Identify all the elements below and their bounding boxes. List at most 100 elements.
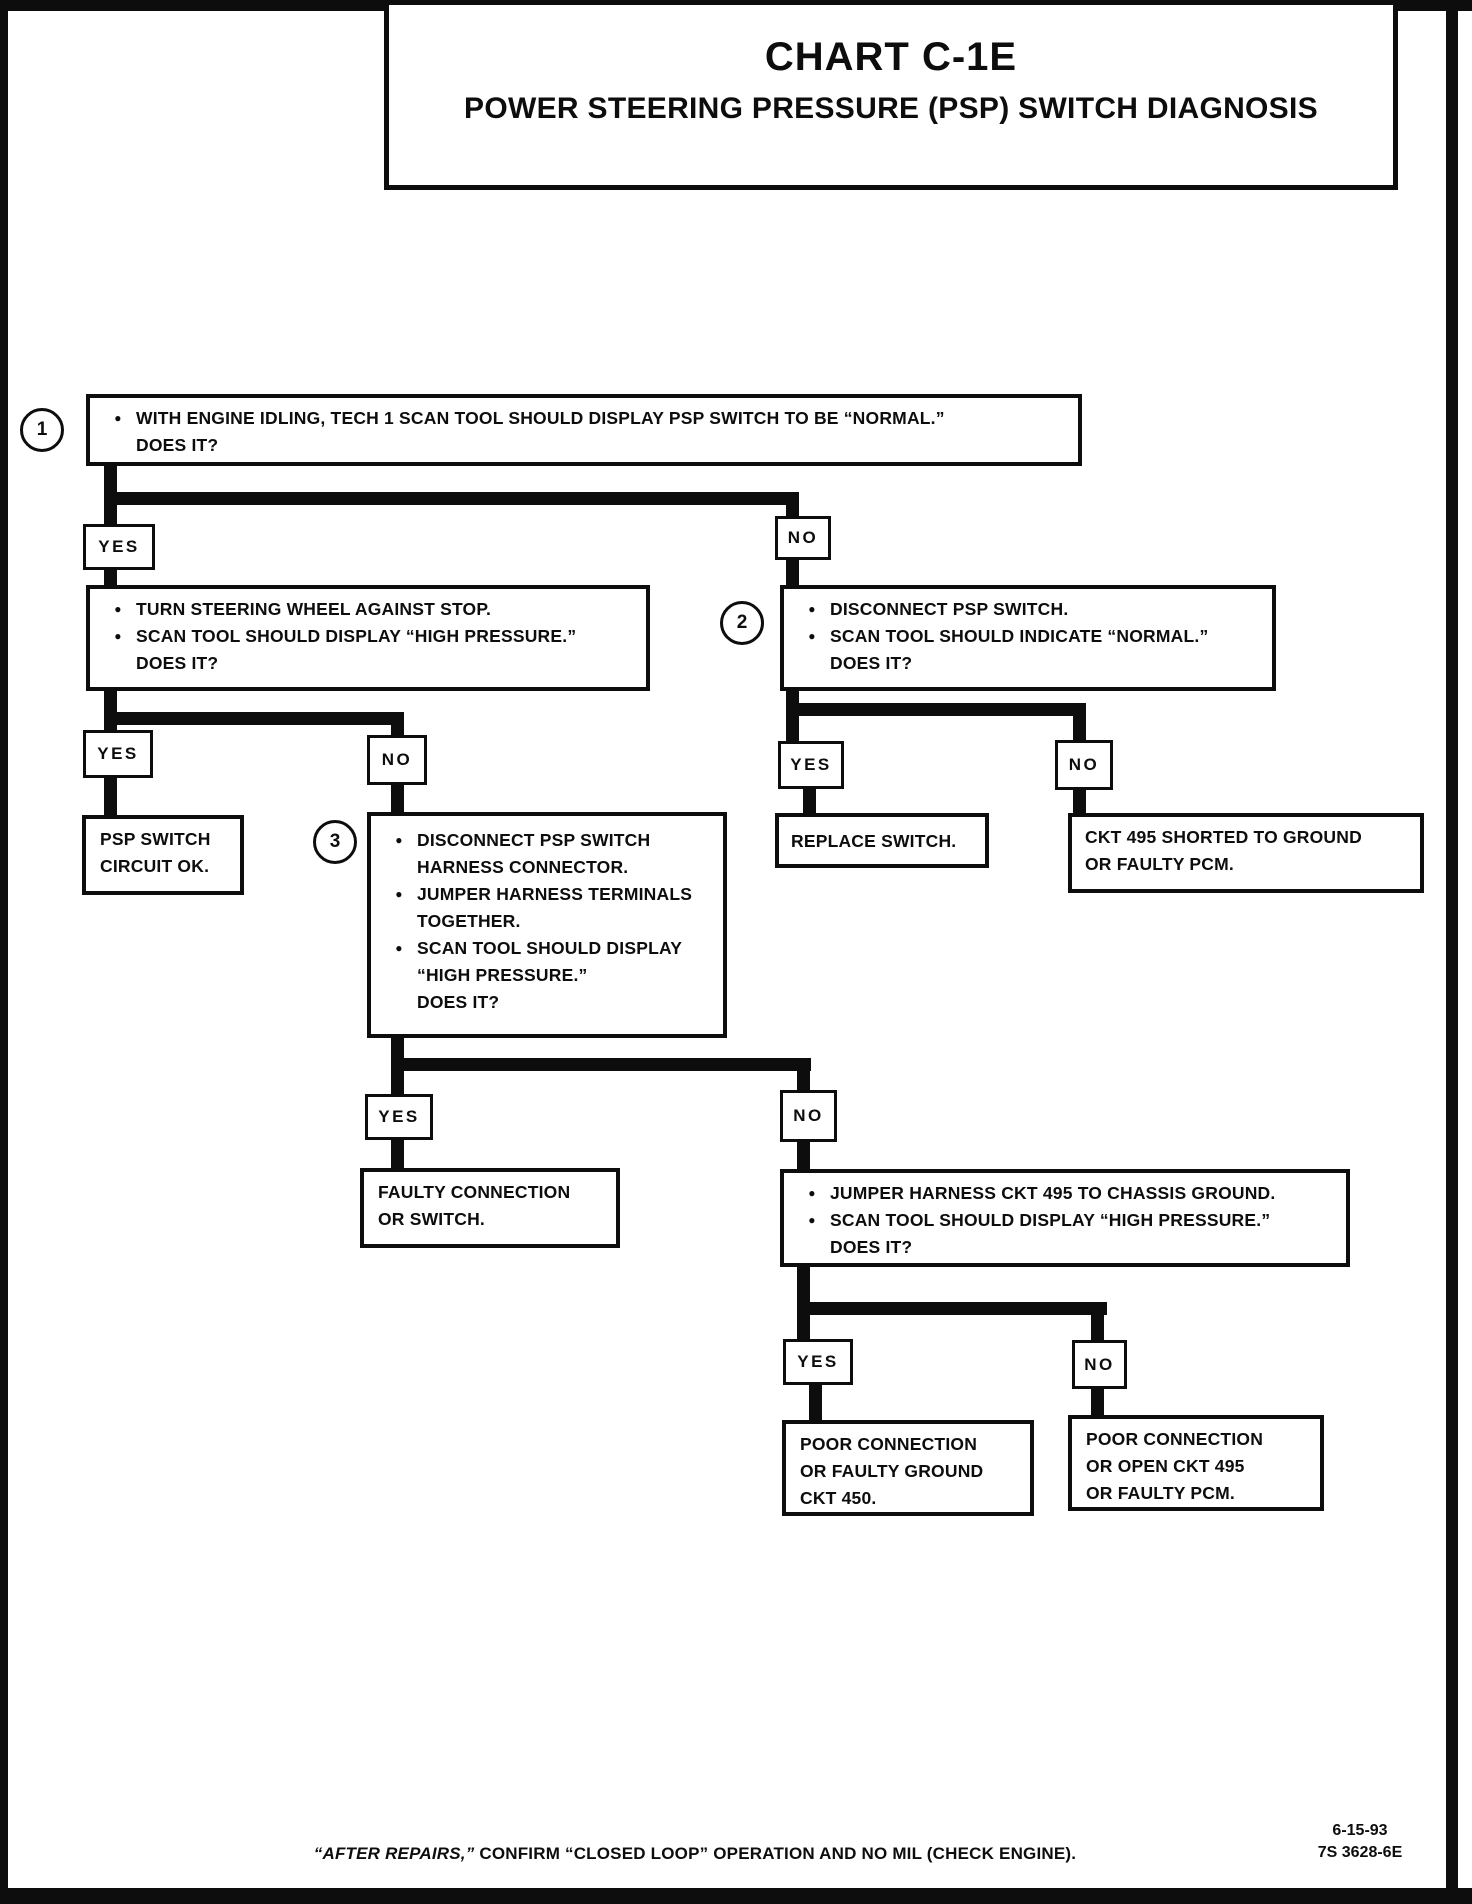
step3-line1: DISCONNECT PSP SWITCH bbox=[417, 830, 651, 850]
connector-line bbox=[104, 712, 404, 725]
connector-line bbox=[391, 712, 404, 738]
bullet-icon: ● bbox=[808, 602, 816, 616]
no-label: NO bbox=[381, 750, 413, 769]
poor-open-box: POOR CONNECTION OR OPEN CKT 495 OR FAULT… bbox=[1068, 1415, 1324, 1511]
turn-wheel-line2: SCAN TOOL SHOULD DISPLAY “HIGH PRESSURE.… bbox=[136, 626, 577, 646]
connector-line bbox=[104, 568, 117, 588]
connector-line bbox=[797, 1140, 810, 1170]
bullet-icon: ● bbox=[808, 1186, 816, 1200]
connector-line bbox=[786, 492, 799, 520]
step3-line2: HARNESS CONNECTOR. bbox=[417, 857, 629, 877]
turn-wheel-box: ● TURN STEERING WHEEL AGAINST STOP. ● SC… bbox=[86, 585, 650, 691]
decision-no-5: NO bbox=[1072, 1340, 1127, 1389]
replace-switch-box: REPLACE SWITCH. bbox=[775, 813, 989, 868]
bullet-icon: ● bbox=[114, 411, 122, 425]
poor-open-line2: OR OPEN CKT 495 bbox=[1086, 1456, 1245, 1476]
connector-line bbox=[803, 787, 816, 815]
jumper-question: DOES IT? bbox=[830, 1237, 913, 1257]
page-border-bottom bbox=[0, 1888, 1472, 1904]
connector-line bbox=[1073, 703, 1086, 741]
connector-line bbox=[797, 1302, 1107, 1315]
decision-yes-1: YES bbox=[83, 524, 155, 570]
connector-line bbox=[104, 776, 117, 816]
decision-no-1: NO bbox=[775, 516, 831, 560]
step-number: 1 bbox=[36, 419, 48, 440]
step3-box: ● DISCONNECT PSP SWITCH HARNESS CONNECTO… bbox=[367, 812, 727, 1038]
step3-question: DOES IT? bbox=[417, 992, 500, 1012]
turn-wheel-line1: TURN STEERING WHEEL AGAINST STOP. bbox=[136, 599, 492, 619]
connector-line bbox=[391, 1138, 404, 1170]
bullet-icon: ● bbox=[395, 941, 403, 955]
footer-note: “AFTER REPAIRS,” CONFIRM “CLOSED LOOP” O… bbox=[200, 1844, 1190, 1864]
step3-line3: JUMPER HARNESS TERMINALS bbox=[417, 884, 693, 904]
connector-line bbox=[1091, 1387, 1104, 1417]
psp-ok-line1: PSP SWITCH bbox=[100, 829, 211, 849]
step2-line1: DISCONNECT PSP SWITCH. bbox=[830, 599, 1069, 619]
poor-ground-line2: OR FAULTY GROUND bbox=[800, 1461, 984, 1481]
bullet-icon: ● bbox=[808, 629, 816, 643]
step-number-badge: 3 bbox=[313, 820, 357, 864]
doc-date: 6-15-93 bbox=[1332, 1822, 1388, 1839]
bullet-icon: ● bbox=[395, 833, 403, 847]
decision-no-2: NO bbox=[367, 735, 427, 785]
title-block: CHART C-1E POWER STEERING PRESSURE (PSP)… bbox=[384, 0, 1398, 190]
decision-yes-2: YES bbox=[83, 730, 153, 778]
step3-line4: TOGETHER. bbox=[417, 911, 521, 931]
poor-open-line3: OR FAULTY PCM. bbox=[1086, 1483, 1235, 1503]
bullet-icon: ● bbox=[114, 629, 122, 643]
ckt495-line2: OR FAULTY PCM. bbox=[1085, 854, 1234, 874]
doc-id-block: 6-15-93 7S 3628-6E bbox=[1300, 1820, 1420, 1864]
ckt495-line1: CKT 495 SHORTED TO GROUND bbox=[1085, 827, 1362, 847]
no-label: NO bbox=[1068, 755, 1100, 774]
turn-wheel-question: DOES IT? bbox=[136, 653, 219, 673]
connector-line bbox=[786, 689, 799, 743]
ckt495-short-box: CKT 495 SHORTED TO GROUND OR FAULTY PCM. bbox=[1068, 813, 1424, 893]
psp-ok-box: PSP SWITCH CIRCUIT OK. bbox=[82, 815, 244, 895]
poor-ground-box: POOR CONNECTION OR FAULTY GROUND CKT 450… bbox=[782, 1420, 1034, 1516]
connector-line bbox=[1091, 1302, 1104, 1340]
yes-label: YES bbox=[97, 744, 139, 763]
step3-line6: “HIGH PRESSURE.” bbox=[417, 965, 588, 985]
psp-ok-line2: CIRCUIT OK. bbox=[100, 856, 210, 876]
faulty-conn-line1: FAULTY CONNECTION bbox=[378, 1182, 571, 1202]
bullet-icon: ● bbox=[114, 602, 122, 616]
jumper-line2: SCAN TOOL SHOULD DISPLAY “HIGH PRESSURE.… bbox=[830, 1210, 1271, 1230]
step-number-badge: 2 bbox=[720, 601, 764, 645]
yes-label: YES bbox=[790, 755, 832, 774]
connector-line bbox=[809, 1383, 822, 1422]
no-label: NO bbox=[787, 528, 819, 547]
bullet-icon: ● bbox=[395, 887, 403, 901]
decision-no-3: NO bbox=[1055, 740, 1113, 790]
decision-yes-4: YES bbox=[365, 1094, 433, 1140]
connector-line bbox=[1073, 788, 1086, 815]
step3-line5: SCAN TOOL SHOULD DISPLAY bbox=[417, 938, 683, 958]
footer-note-rest: CONFIRM “CLOSED LOOP” OPERATION AND NO M… bbox=[474, 1844, 1077, 1863]
yes-label: YES bbox=[797, 1352, 839, 1371]
faulty-conn-line2: OR SWITCH. bbox=[378, 1209, 485, 1229]
connector-line bbox=[104, 492, 799, 505]
poor-ground-line3: CKT 450. bbox=[800, 1488, 877, 1508]
step1-text: WITH ENGINE IDLING, TECH 1 SCAN TOOL SHO… bbox=[136, 408, 945, 428]
replace-switch-text: REPLACE SWITCH. bbox=[791, 830, 957, 851]
connector-line bbox=[391, 783, 404, 813]
jumper-line1: JUMPER HARNESS CKT 495 TO CHASSIS GROUND… bbox=[830, 1183, 1276, 1203]
step2-box: ● DISCONNECT PSP SWITCH. ● SCAN TOOL SHO… bbox=[780, 585, 1276, 691]
connector-line bbox=[797, 1058, 810, 1092]
step-number-badge: 1 bbox=[20, 408, 64, 452]
step1-box: ● WITH ENGINE IDLING, TECH 1 SCAN TOOL S… bbox=[86, 394, 1082, 466]
step2-question: DOES IT? bbox=[830, 653, 913, 673]
step1-question: DOES IT? bbox=[136, 435, 219, 455]
yes-label: YES bbox=[378, 1107, 420, 1126]
chart-title: CHART C-1E bbox=[764, 35, 1018, 79]
doc-number: 7S 3628-6E bbox=[1317, 1844, 1403, 1861]
step-number: 3 bbox=[329, 831, 341, 852]
faulty-conn-box: FAULTY CONNECTION OR SWITCH. bbox=[360, 1168, 620, 1248]
poor-open-line1: POOR CONNECTION bbox=[1086, 1429, 1264, 1449]
poor-ground-line1: POOR CONNECTION bbox=[800, 1434, 978, 1454]
page-border-right bbox=[1446, 0, 1458, 1904]
decision-yes-3: YES bbox=[778, 741, 844, 789]
decision-no-4: NO bbox=[780, 1090, 837, 1142]
connector-line bbox=[786, 558, 799, 590]
connector-line bbox=[786, 703, 1086, 716]
